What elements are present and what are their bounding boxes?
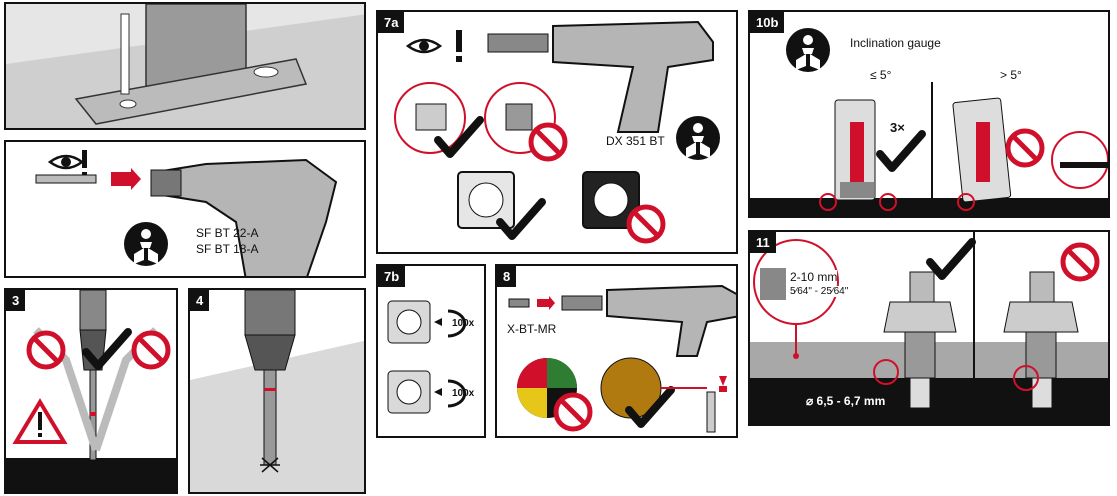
step-8-illustration — [508, 284, 736, 433]
panel-step-8: 8 X-BT-MR — [495, 264, 738, 438]
panel-step-4: 4 — [188, 288, 366, 494]
step-number: 10b — [750, 12, 785, 33]
prohibited-icon — [531, 125, 565, 159]
prohibited-icon — [1063, 245, 1097, 279]
panel-drill-tool: SF BT 22-A SF BT 18-A — [4, 140, 366, 278]
arrow-icon — [111, 168, 141, 190]
panel-step-7b: 7b 100x 100x — [376, 264, 486, 438]
fastener-label: X-BT-MR — [507, 322, 557, 336]
rotation-icon — [447, 309, 467, 408]
tool-label-2: SF BT 18-A — [196, 242, 259, 256]
panel-placement — [4, 2, 366, 130]
drill-illustration — [35, 150, 338, 276]
angle-bad-label: > 5° — [1000, 68, 1022, 82]
step-number: 8 — [497, 266, 517, 287]
prohibited-icon — [29, 333, 63, 367]
step-number: 11 — [750, 232, 776, 253]
placement-illustration — [6, 4, 364, 128]
bolt-ok — [883, 271, 957, 409]
step-10b-illustration — [750, 28, 1108, 216]
tool-label-dx: DX 351 BT — [606, 134, 665, 148]
range-mm-label: 2-10 mm — [790, 270, 838, 284]
panel-step-10b: 10b Inclination gauge ≤ 5° > 5° 3× — [748, 10, 1110, 218]
step-number: 3 — [6, 290, 26, 311]
prohibited-icon — [1008, 131, 1042, 165]
step-7b-illustration — [387, 300, 467, 414]
exclamation-icon — [82, 150, 87, 168]
prohibited-icon — [134, 333, 168, 367]
warning-icon — [12, 398, 68, 444]
manual-icon — [786, 28, 830, 72]
step-number: 7b — [378, 266, 406, 287]
step-11-illustration — [750, 232, 1108, 424]
prohibited-icon — [629, 207, 663, 241]
manual-icon — [676, 116, 720, 160]
panel-step-3: 3 — [4, 288, 178, 494]
checkmark-icon — [880, 134, 922, 168]
rotation-count-1: 100x — [452, 318, 475, 329]
step-number: 7a — [378, 12, 405, 33]
bolt-bad — [1003, 271, 1079, 409]
panel-step-11: 11 2-10 mm 5⁄64" - 25⁄64" ⌀ 6,5 - 6,7 mm — [748, 230, 1110, 426]
checkmark-icon — [930, 242, 972, 276]
tool-label-1: SF BT 22-A — [196, 226, 259, 240]
diameter-label: ⌀ 6,5 - 6,7 mm — [806, 394, 886, 408]
eye-icon — [48, 154, 84, 170]
repeat-count: 3× — [890, 120, 905, 135]
inclination-label: Inclination gauge — [850, 36, 941, 50]
exclamation-icon — [456, 30, 462, 52]
angle-ok-label: ≤ 5° — [870, 68, 892, 82]
step-4-illustration — [190, 290, 364, 492]
step-number: 4 — [190, 290, 210, 311]
step-3-illustration — [6, 290, 176, 492]
step-7a-illustration — [394, 20, 720, 254]
manual-icon — [124, 222, 168, 266]
range-in-label: 5⁄64" - 25⁄64" — [790, 286, 849, 297]
panel-step-7a: 7a DX 351 BT — [376, 10, 738, 254]
rotation-count-2: 100x — [452, 388, 475, 399]
prohibited-icon — [556, 395, 590, 429]
eye-icon — [406, 38, 442, 54]
